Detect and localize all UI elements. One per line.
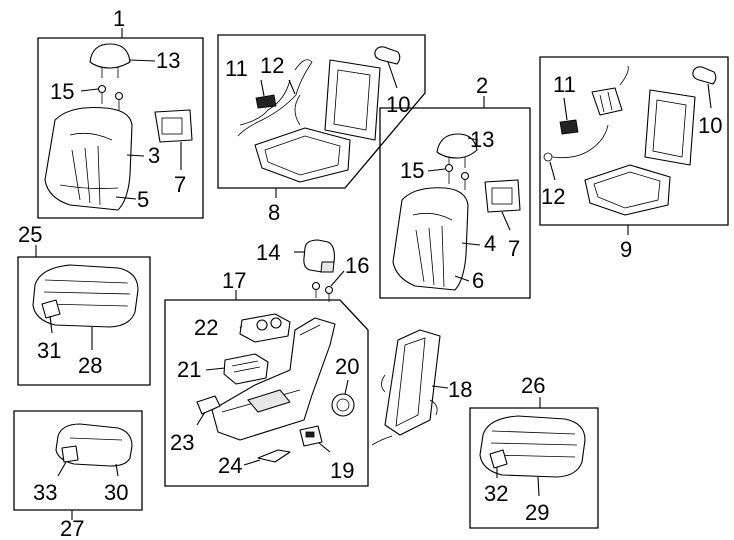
group-8-frame — [217, 34, 426, 198]
group-27-frame — [13, 410, 143, 520]
leader-lines — [49, 59, 712, 497]
callout-15-right: 15 — [400, 158, 424, 183]
group-1-frame — [37, 28, 204, 219]
callout-22: 22 — [194, 315, 218, 340]
callout-20: 20 — [335, 354, 359, 379]
callout-13-right: 13 — [470, 127, 494, 152]
callout-28: 28 — [78, 353, 102, 378]
usb-part-19 — [299, 425, 323, 447]
module-part-10-left — [374, 46, 401, 65]
group-9-frame — [539, 56, 729, 235]
trim-part-23 — [196, 395, 221, 415]
callout-23: 23 — [170, 430, 194, 455]
callout-10-right: 10 — [698, 113, 722, 138]
callout-5: 5 — [137, 187, 149, 212]
seat-frame-part-8 — [239, 59, 381, 183]
wire-part-12-left — [237, 59, 313, 137]
callout-11-right: 11 — [553, 72, 576, 97]
trim-part-32 — [489, 449, 508, 469]
module-part-10-right — [692, 66, 717, 85]
callout-17: 17 — [222, 268, 246, 293]
callout-10-left: 10 — [386, 92, 410, 117]
callout-33: 33 — [33, 480, 57, 505]
callout-8: 8 — [268, 200, 280, 225]
headrest-part-13-left — [89, 43, 131, 78]
callout-16: 16 — [345, 253, 369, 278]
callout-31: 31 — [37, 338, 61, 363]
callout-11-left: 11 — [225, 56, 248, 81]
trim-part-31 — [41, 299, 61, 319]
callout-25: 25 — [18, 222, 42, 247]
console-frame-part-18 — [371, 329, 441, 446]
callout-7-left: 7 — [174, 172, 186, 197]
callout-14: 14 — [256, 240, 280, 265]
callout-27: 27 — [60, 516, 84, 540]
callout-21: 21 — [177, 357, 201, 382]
callout-6: 6 — [472, 268, 484, 293]
callout-19: 19 — [330, 458, 354, 483]
callout-12-left: 12 — [260, 53, 284, 78]
console-body-part-17 — [211, 317, 336, 441]
callout-12-right: 12 — [541, 184, 565, 209]
callout-30: 30 — [104, 480, 128, 505]
callout-29: 29 — [525, 500, 549, 525]
headrest-part-13-right — [436, 133, 478, 168]
callout-13-left: 13 — [156, 48, 180, 73]
callout-15-left: 15 — [50, 79, 74, 104]
callout-26: 26 — [521, 373, 545, 398]
socket-part-20 — [331, 393, 355, 417]
callout-2: 2 — [476, 73, 488, 98]
connector-part-11-left — [255, 94, 277, 109]
screws-part-15-right — [444, 163, 470, 190]
callout-18: 18 — [448, 377, 472, 402]
callout-3: 3 — [148, 143, 160, 168]
callout-labels: 1 13 15 3 7 5 11 12 10 8 2 13 15 4 7 6 1… — [18, 6, 722, 540]
callout-24: 24 — [218, 453, 242, 478]
seatback-parts-4-6 — [392, 187, 469, 291]
callout-32: 32 — [484, 481, 508, 506]
callout-7-right: 7 — [508, 236, 520, 261]
wire-part-12-right — [543, 124, 609, 162]
module-part-14 — [303, 239, 335, 273]
group-2-frame — [379, 96, 531, 299]
bracket-part-7-left — [154, 109, 193, 143]
screws-part-15-left — [97, 84, 124, 110]
callout-9: 9 — [620, 237, 632, 262]
switch-part-21 — [223, 353, 269, 385]
callout-4: 4 — [484, 231, 496, 256]
switch-part-22 — [239, 313, 291, 343]
group-25-frame — [17, 245, 151, 386]
trim-part-33 — [61, 445, 79, 463]
connector-part-11-right — [559, 119, 579, 135]
callout-1: 1 — [113, 6, 125, 31]
group-26-frame — [469, 397, 599, 529]
seatback-parts-3-5 — [44, 106, 133, 211]
group-17-frame — [164, 290, 369, 487]
seat-frame-part-9 — [584, 65, 696, 216]
screws-part-16 — [311, 281, 334, 302]
trim-part-24 — [257, 449, 291, 463]
bracket-part-7-right — [484, 179, 521, 213]
